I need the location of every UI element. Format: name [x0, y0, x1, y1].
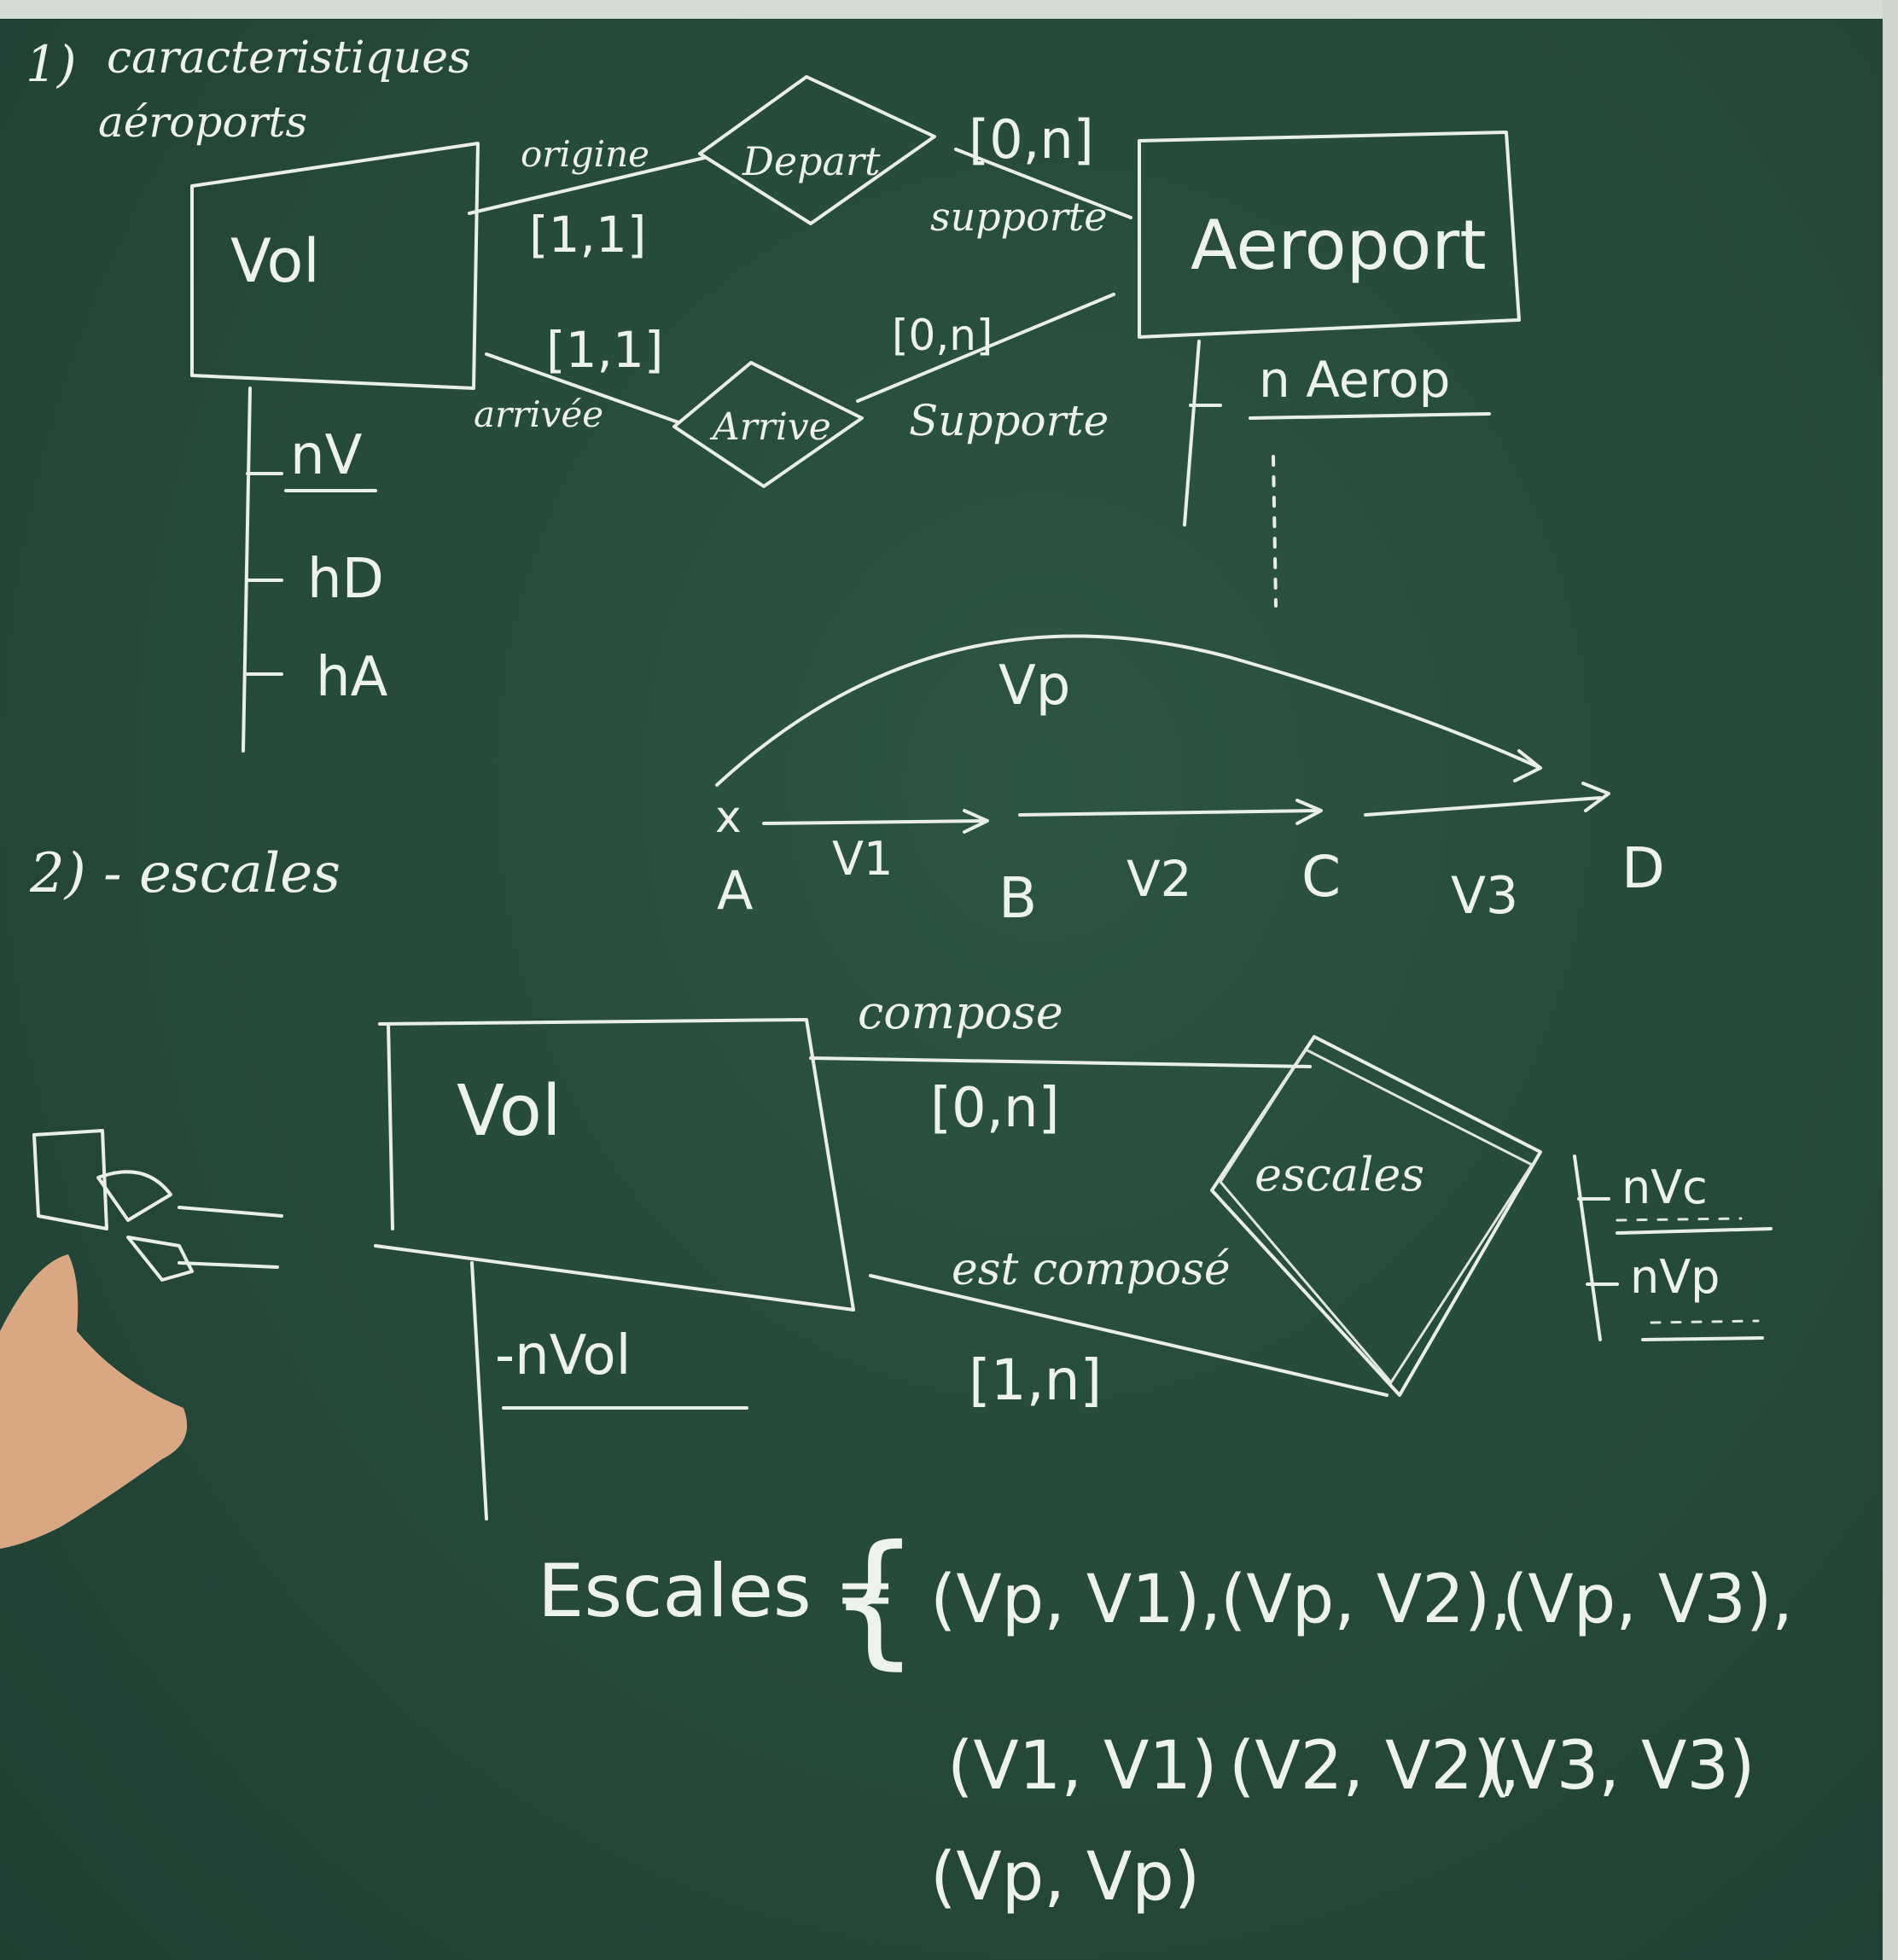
vol-entity-box	[190, 142, 480, 390]
vol-escales-link-top	[809, 1056, 1312, 1068]
depart-relationship-label: Depart	[742, 138, 881, 184]
leg-v3-arrowhead	[1581, 782, 1610, 812]
point-a: A	[717, 859, 753, 922]
escales-diamond-retrace	[1219, 1048, 1534, 1385]
vol-entity-label: Vol	[230, 226, 320, 296]
aeroport-attribute-spine	[1183, 340, 1201, 526]
vol2-entity-left-edge	[387, 1022, 394, 1230]
card-vol-depart: [1,1]	[529, 206, 647, 264]
arrivee-relationship-diamond	[672, 361, 864, 488]
arrivee-aeroport-link	[856, 293, 1115, 403]
attribute-naerop-key-underline	[1249, 412, 1491, 420]
attribute-ha: hA	[316, 646, 388, 709]
board-frame-right	[1883, 0, 1898, 1960]
equation-brace: {	[828, 1515, 921, 1684]
sketch-small-box	[32, 1129, 108, 1230]
card-compose: [0,n]	[930, 1077, 1060, 1140]
attribute-nvp-underline	[1641, 1336, 1764, 1341]
attribute-nvc-underline	[1616, 1227, 1773, 1235]
pair-v3-v3: (V3, V3)	[1485, 1728, 1755, 1805]
escales-attribute-spine	[1573, 1154, 1602, 1341]
equation-lhs: Escales =	[538, 1549, 897, 1634]
leg-v1-arrowhead	[963, 809, 989, 834]
attribute-nv: nV	[290, 424, 363, 487]
card-arrivee-aeroport: [0,n]	[892, 311, 993, 360]
pair-vp-v2: (Vp, V2),	[1220, 1562, 1512, 1638]
vol-escales-link-bottom	[869, 1274, 1389, 1397]
leg-v3-label: V3	[1451, 866, 1518, 926]
hand-photo-region	[0, 1254, 188, 1549]
role-support-depart: supporte	[930, 194, 1108, 240]
vol2-entity-box	[374, 1018, 855, 1312]
point-b: B	[998, 865, 1037, 931]
attribute-nvp-foreign-key-dashes	[1650, 1319, 1760, 1324]
attribute-hd: hD	[307, 548, 384, 611]
card-vol-arrivee: [1,1]	[546, 321, 664, 379]
vol2-entity-label: Vol	[457, 1071, 562, 1152]
flight-vp-label: Vp	[998, 654, 1070, 718]
flight-vp-arc	[715, 634, 1542, 787]
point-d: D	[1621, 835, 1665, 901]
vol-attribute-spine	[242, 387, 252, 753]
vol-depart-link	[468, 156, 706, 215]
leg-v3-arrow	[1364, 796, 1602, 817]
pair-vp-v3: (Vp, V3),	[1502, 1562, 1794, 1638]
sketch-small-diamond	[126, 1236, 194, 1282]
leg-v2-label: V2	[1127, 850, 1192, 908]
flight-vp-arrowhead	[1513, 749, 1542, 782]
section-1-title-line2: aéroports	[98, 97, 307, 147]
role-support-arrivee: Supporte	[909, 396, 1109, 445]
escales-set-equation: Escales = { (Vp, V1), (Vp, V2), (Vp, V3)…	[538, 1515, 1869, 1933]
escales-relationship-label: escales	[1255, 1148, 1424, 1201]
board-frame-top	[0, 0, 1898, 19]
depart-relationship-diamond	[698, 75, 936, 225]
sketch-scribble	[96, 1170, 172, 1222]
pair-vp-vp: (Vp, Vp)	[930, 1839, 1201, 1916]
aeroport-entity-box	[1138, 131, 1521, 339]
depart-aeroport-link	[954, 148, 1132, 219]
pair-v1-v1: (V1, V1)	[947, 1728, 1218, 1805]
card-depart-aeroport: [0,n]	[969, 108, 1094, 171]
point-a-cross: x	[715, 792, 742, 843]
sketch-lines	[178, 1206, 283, 1269]
escales-attribute-ticks	[1577, 1197, 1619, 1286]
attribute-naerop: n Aerop	[1259, 351, 1450, 409]
leg-v2-arrow	[1018, 809, 1320, 817]
vol2-attribute-spine	[470, 1261, 488, 1521]
aeroport-entity-label: Aeroport	[1191, 206, 1487, 285]
card-est-compose: [1,n]	[969, 1347, 1102, 1413]
pair-vp-v1: (Vp, V1),	[930, 1562, 1222, 1638]
attribute-nvp: nVp	[1630, 1250, 1720, 1304]
point-c: C	[1301, 844, 1341, 910]
role-compose: compose	[858, 986, 1063, 1039]
role-est-compose: est composé	[952, 1244, 1231, 1295]
attribute-nvol: -nVol	[495, 1324, 631, 1387]
vol-arrivee-link	[485, 352, 680, 424]
section-1-label: 1)	[26, 35, 77, 93]
leg-v1-arrow	[762, 819, 987, 825]
aeroport-more-attributes-dotted	[1272, 455, 1278, 608]
section-2-label: 2) - escales	[29, 842, 341, 905]
role-origine: origine	[521, 133, 649, 175]
leg-v1-label: V1	[832, 832, 893, 886]
vol-attribute-ticks	[246, 472, 283, 676]
pair-v2-v2: (V2, V2),	[1229, 1728, 1521, 1805]
escales-relationship-diamond	[1210, 1035, 1542, 1397]
attribute-nvc-foreign-key-dashes	[1616, 1217, 1743, 1222]
arrivee-relationship-label: Arrive	[709, 405, 831, 449]
leg-v2-arrowhead	[1295, 799, 1323, 825]
attribute-nvc: nVc	[1621, 1160, 1708, 1214]
role-arrivee: arrivée	[474, 393, 603, 435]
section-1-title-line1: caracteristiques	[107, 32, 471, 84]
